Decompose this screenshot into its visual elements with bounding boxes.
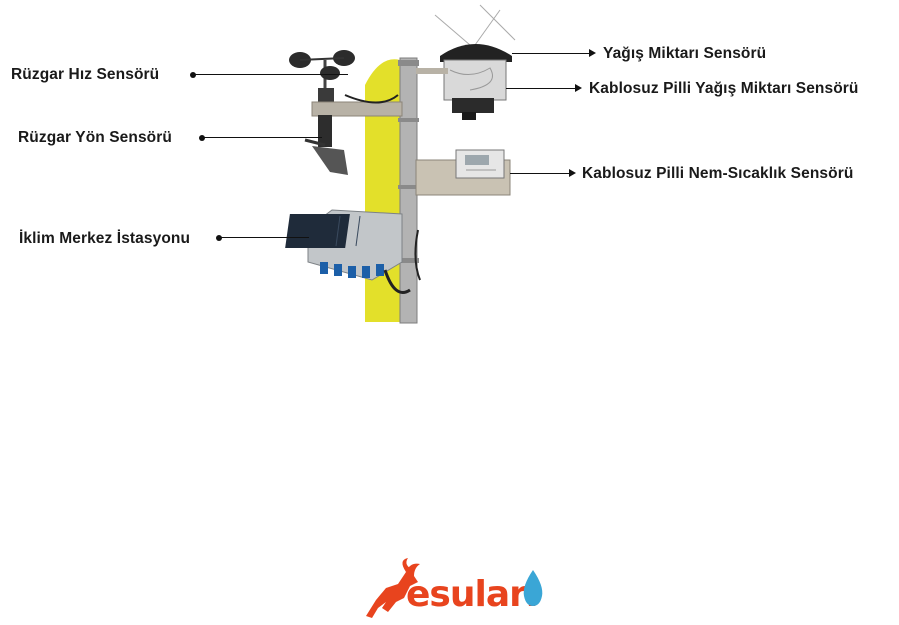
anemometer-icon <box>289 50 355 102</box>
leader-wireless-rain-gauge <box>506 88 576 89</box>
rain-gauge-icon <box>434 4 516 120</box>
label-climate-station: İklim Merkez İstasyonu <box>19 230 191 247</box>
esulari-logo: esulari <box>358 558 548 622</box>
goat-logo-icon <box>366 558 420 618</box>
leader-wind-direction <box>202 137 322 138</box>
label-wireless-rain-gauge: Kablosuz Pilli Yağış Miktarı Sensörü <box>589 80 859 97</box>
humidity-temperature-sensor-icon <box>415 149 511 196</box>
main-pole <box>399 57 418 324</box>
water-drop-icon <box>523 570 543 606</box>
label-wireless-humidity-temperature: Kablosuz Pilli Nem-Sıcaklık Sensörü <box>582 165 854 182</box>
label-wind-direction: Rüzgar Yön Sensörü <box>18 129 172 146</box>
yellow-pole-backdrop <box>365 59 400 323</box>
logo-wordmark: esulari <box>406 574 538 615</box>
wind-vane-icon <box>304 115 348 175</box>
label-rain-gauge: Yağış Miktarı Sensörü <box>603 45 767 62</box>
leader-wireless-humidity-temperature <box>510 173 570 174</box>
label-wind-speed: Rüzgar Hız Sensörü <box>11 66 160 83</box>
leader-climate-station <box>219 237 309 238</box>
climate-station-box-icon <box>285 94 421 294</box>
leader-wind-speed <box>193 74 348 75</box>
leader-rain-gauge <box>512 53 590 54</box>
